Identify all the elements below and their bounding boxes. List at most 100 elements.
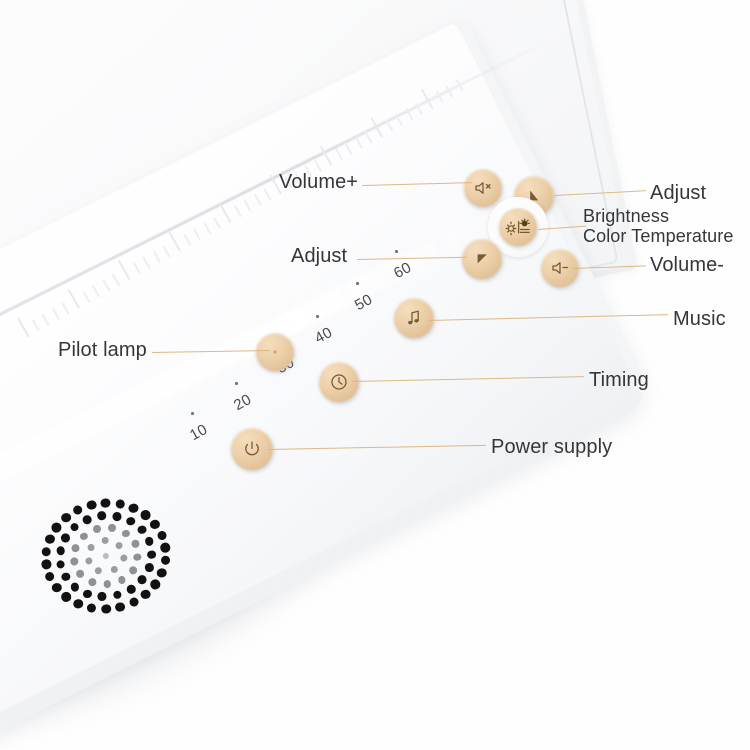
scale-mark-dot bbox=[191, 412, 194, 415]
volume-up-button[interactable] bbox=[464, 169, 502, 207]
scale-number: 20 bbox=[230, 390, 255, 415]
speaker-hole bbox=[79, 532, 89, 541]
pilot-lamp-dot-icon bbox=[270, 347, 280, 357]
scale-tick bbox=[203, 222, 212, 235]
scale-tick bbox=[92, 285, 101, 298]
speaker-hole bbox=[87, 543, 96, 552]
speaker-hole bbox=[114, 498, 126, 510]
callout-label-power-supply: Power supply bbox=[491, 436, 613, 458]
scale-tick bbox=[384, 119, 394, 132]
speaker-hole bbox=[51, 582, 63, 594]
speaker-hole bbox=[110, 565, 119, 574]
speaker-minus-icon bbox=[550, 259, 570, 277]
callout-label-adjust-up: Adjust bbox=[650, 182, 707, 204]
speaker-hole bbox=[149, 579, 161, 590]
speaker-hole bbox=[112, 590, 123, 600]
speaker-hole bbox=[94, 566, 103, 575]
speaker-hole bbox=[51, 522, 62, 533]
scale-tick bbox=[344, 142, 353, 155]
pilot-lamp-button[interactable] bbox=[256, 333, 294, 371]
speaker-hole bbox=[140, 509, 151, 521]
scale-tick bbox=[415, 102, 424, 115]
speaker-hole bbox=[55, 559, 66, 570]
speaker-hole bbox=[102, 552, 110, 560]
brightness-button[interactable] bbox=[499, 208, 537, 246]
speaker-hole bbox=[117, 575, 127, 585]
base-top-shadow-line bbox=[0, 37, 554, 442]
music-button[interactable] bbox=[394, 298, 434, 338]
callout-label-adjust-down: Adjust bbox=[291, 245, 348, 267]
scale-number: 50 bbox=[351, 290, 376, 315]
scale-tick bbox=[31, 319, 40, 332]
scale-tick bbox=[168, 231, 182, 252]
speaker-hole bbox=[86, 499, 97, 511]
scale-tick bbox=[112, 273, 121, 287]
scale-mark-dot bbox=[235, 382, 238, 385]
adjust-down-button[interactable] bbox=[462, 239, 502, 279]
speaker-hole bbox=[119, 554, 128, 563]
scale-tick bbox=[162, 245, 171, 258]
scale-tick bbox=[253, 193, 262, 207]
speaker-hole bbox=[159, 555, 171, 566]
speaker-hole bbox=[140, 588, 152, 600]
leader-line-volume-down bbox=[571, 265, 646, 270]
scale-tick bbox=[213, 216, 222, 229]
speaker-hole bbox=[97, 510, 107, 521]
scale-tick bbox=[354, 136, 363, 149]
speaker-hole bbox=[100, 603, 112, 615]
speaker-hole bbox=[125, 516, 136, 527]
leader-line-volume-up bbox=[361, 182, 472, 187]
speaker-hole bbox=[115, 541, 124, 550]
scale-number: 60 bbox=[390, 258, 415, 283]
speaker-hole bbox=[159, 542, 171, 554]
speaker-grille bbox=[22, 482, 191, 632]
speaker-hole bbox=[156, 567, 168, 579]
power-button[interactable] bbox=[231, 428, 273, 470]
scale-tick bbox=[420, 88, 434, 109]
speaker-hole bbox=[102, 579, 112, 589]
speaker-hole bbox=[71, 543, 80, 553]
power-icon bbox=[242, 439, 262, 459]
speaker-hole bbox=[144, 562, 155, 573]
leader-line-music bbox=[427, 314, 668, 322]
scale-tick bbox=[17, 317, 30, 338]
speaker-hole bbox=[84, 556, 93, 565]
speaker-hole bbox=[41, 558, 52, 570]
speaker-hole bbox=[144, 536, 155, 547]
scale-tick bbox=[218, 203, 232, 224]
scale-number: 10 bbox=[186, 420, 211, 445]
speaker-hole bbox=[87, 577, 97, 587]
scale-tick bbox=[319, 145, 333, 167]
speaker-hole bbox=[137, 574, 148, 585]
speaker-hole bbox=[82, 588, 93, 599]
scale-number: 40 bbox=[311, 323, 336, 348]
speaker-hole bbox=[75, 569, 85, 579]
scale-mark-dot bbox=[395, 250, 398, 253]
leader-line-adjust-down bbox=[356, 256, 467, 261]
speaker-hole bbox=[133, 552, 143, 562]
scale-tick bbox=[455, 79, 464, 92]
speaker-hole bbox=[100, 497, 112, 509]
scale-tick bbox=[405, 108, 414, 121]
scale-tick bbox=[51, 307, 60, 321]
callout-label-color-temperature: Color Temperature bbox=[583, 226, 734, 247]
speaker-hole bbox=[82, 514, 93, 525]
speaker-hole bbox=[137, 525, 147, 535]
scale-tick bbox=[102, 279, 111, 292]
callout-label-music: Music bbox=[673, 308, 726, 330]
speaker-hole bbox=[128, 502, 139, 514]
speaker-hole bbox=[44, 571, 56, 582]
speaker-hole bbox=[69, 522, 80, 533]
scale-tick bbox=[243, 199, 252, 212]
scale-tick bbox=[132, 262, 141, 275]
scale-tick bbox=[435, 90, 444, 104]
scale-tick bbox=[41, 313, 50, 326]
speaker-hole bbox=[146, 549, 157, 560]
speaker-hole bbox=[70, 582, 80, 592]
speaker-hole bbox=[72, 504, 84, 516]
speaker-hole bbox=[107, 523, 117, 533]
callout-label-timing: Timing bbox=[589, 369, 649, 391]
scale-tick bbox=[263, 188, 272, 201]
